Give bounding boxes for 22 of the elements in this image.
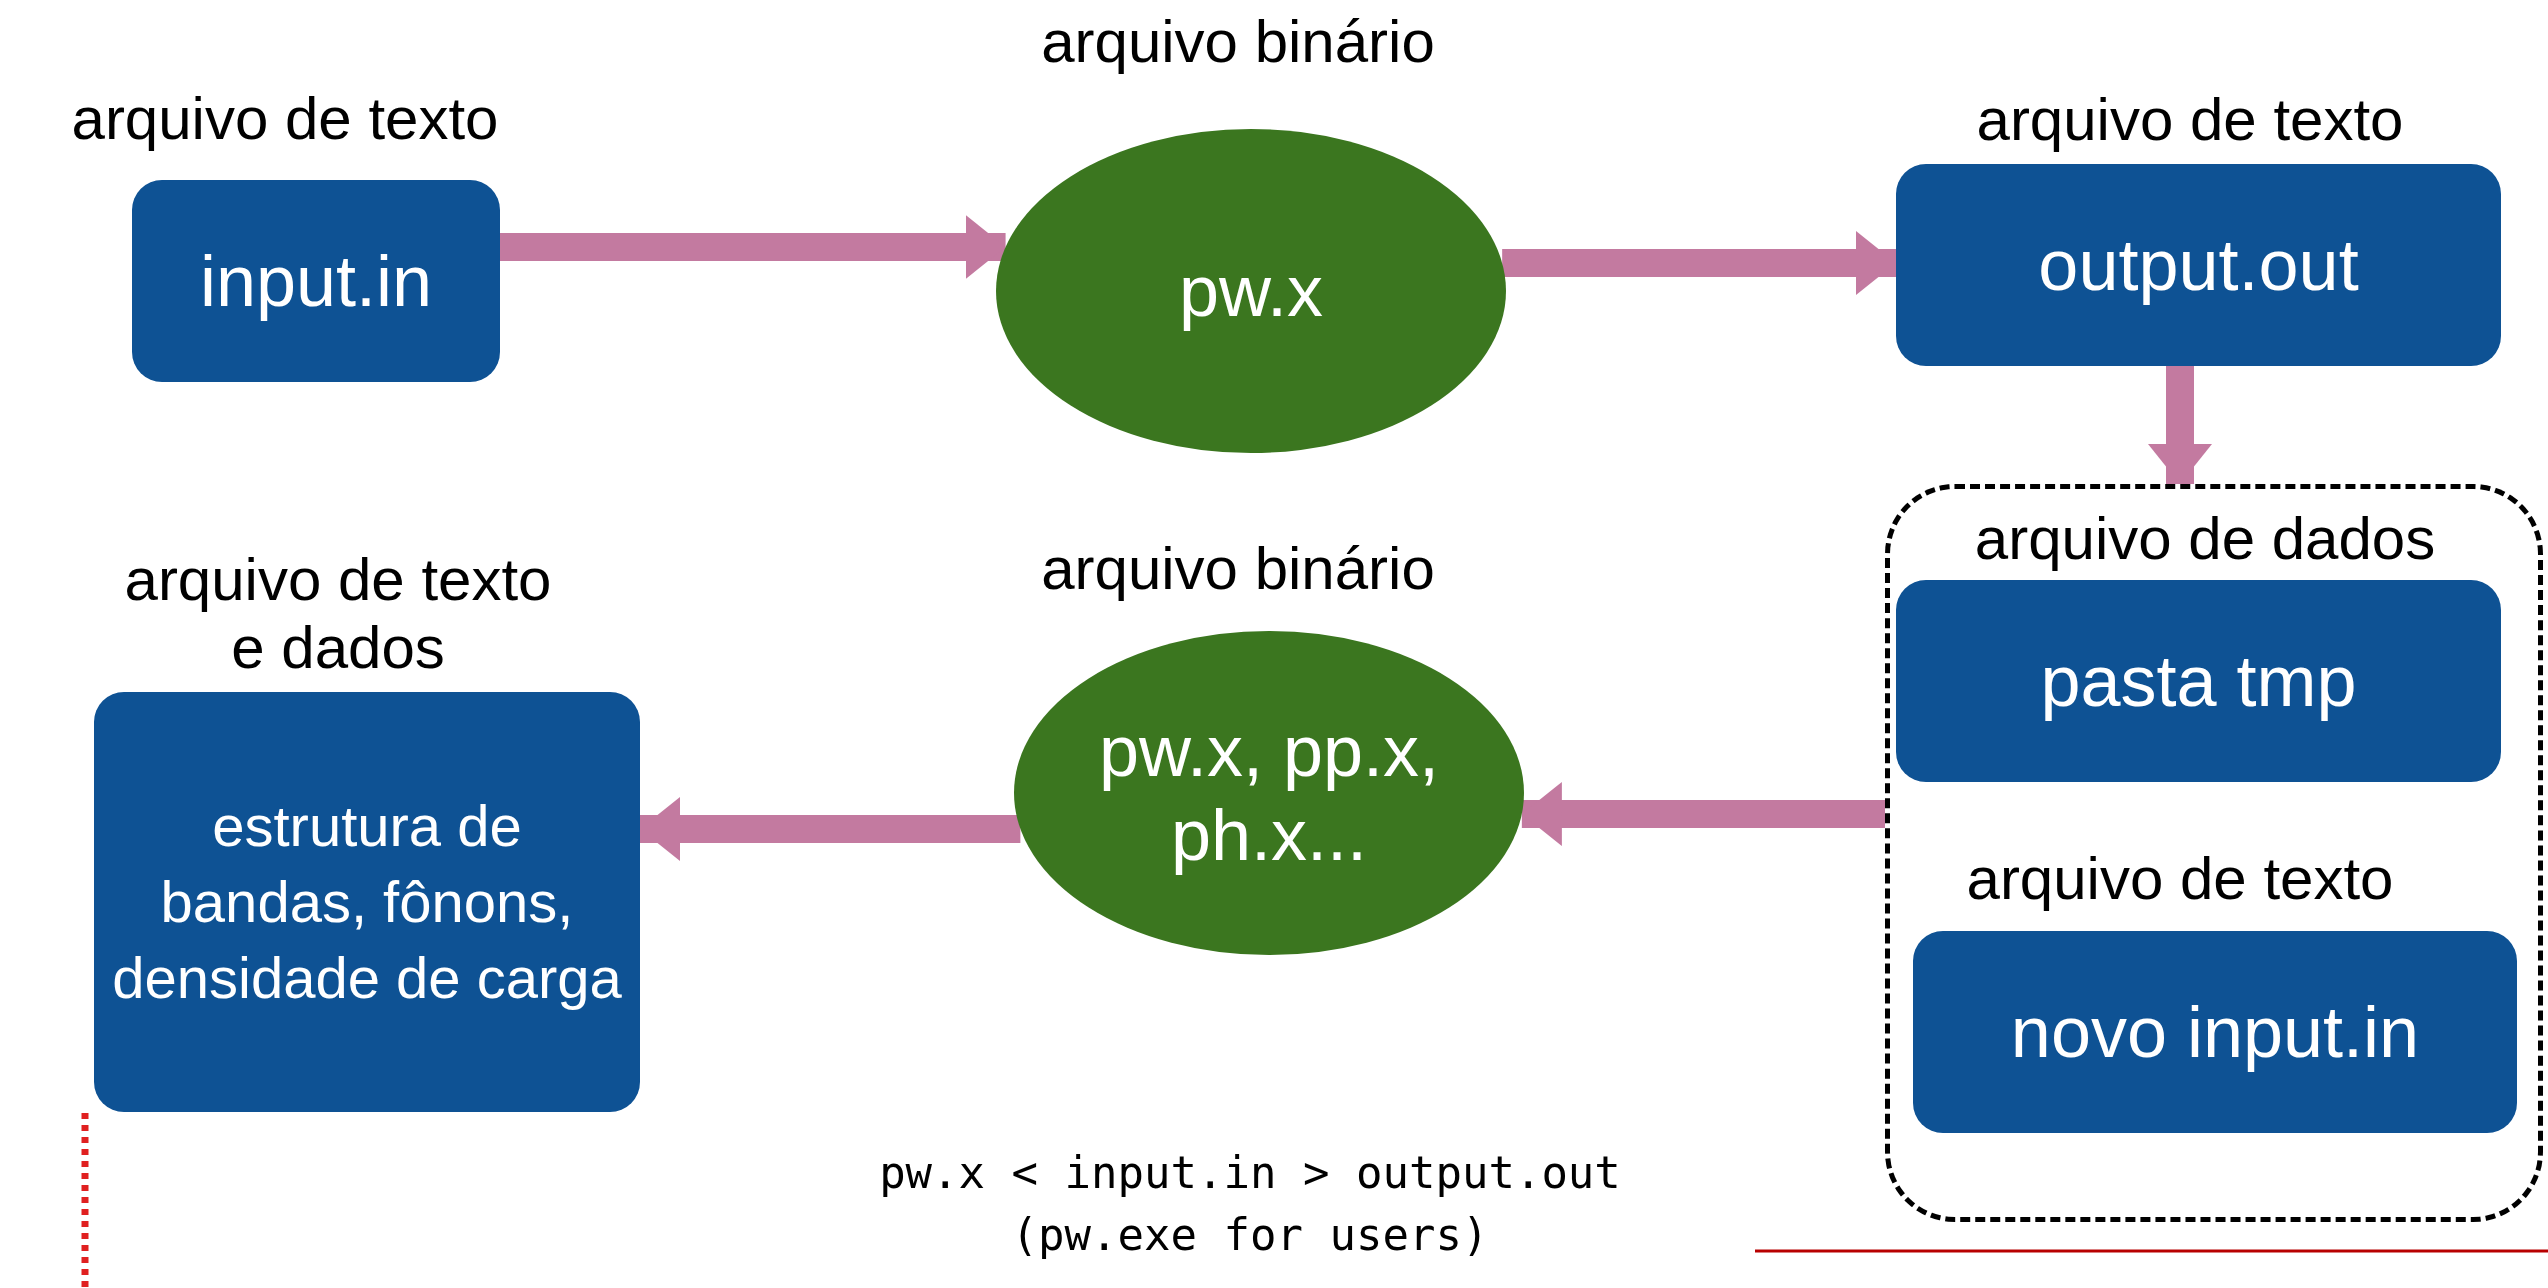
file-type-heading: arquivo binário xyxy=(1040,8,1436,76)
command-text: pw.x < input.in > output.out xyxy=(878,1146,1622,1200)
file-type-heading: arquivo de texto xyxy=(1975,86,2405,154)
command-text: (pw.exe for users) xyxy=(1010,1208,1490,1262)
dashed-group-outline xyxy=(1885,484,2543,1222)
block-arrow xyxy=(2148,366,2212,484)
node-label: output.out xyxy=(2037,224,2360,307)
block-arrow xyxy=(640,797,1021,861)
file-type-heading: arquivo binário xyxy=(1040,535,1436,603)
node-label: estrutura de bandas, fônons, densidade de carga xyxy=(111,792,623,1012)
file-type-heading: arquivo de texto e dados xyxy=(123,546,553,682)
file-type-heading: arquivo de dados xyxy=(1973,505,2437,573)
block-arrow xyxy=(500,215,1006,279)
file-type-heading: arquivo de texto xyxy=(70,85,500,153)
node-label: pasta tmp xyxy=(2039,640,2358,723)
block-arrow xyxy=(1521,782,1885,846)
file-type-heading: arquivo de texto xyxy=(1965,845,2395,913)
block-arrow xyxy=(1502,231,1896,295)
node-label: novo input.in xyxy=(2009,991,2421,1074)
node-label: pw.x xyxy=(1177,250,1325,333)
node-label: input.in xyxy=(198,240,434,323)
node-label: pw.x, pp.x, ph.x... xyxy=(1097,710,1441,877)
